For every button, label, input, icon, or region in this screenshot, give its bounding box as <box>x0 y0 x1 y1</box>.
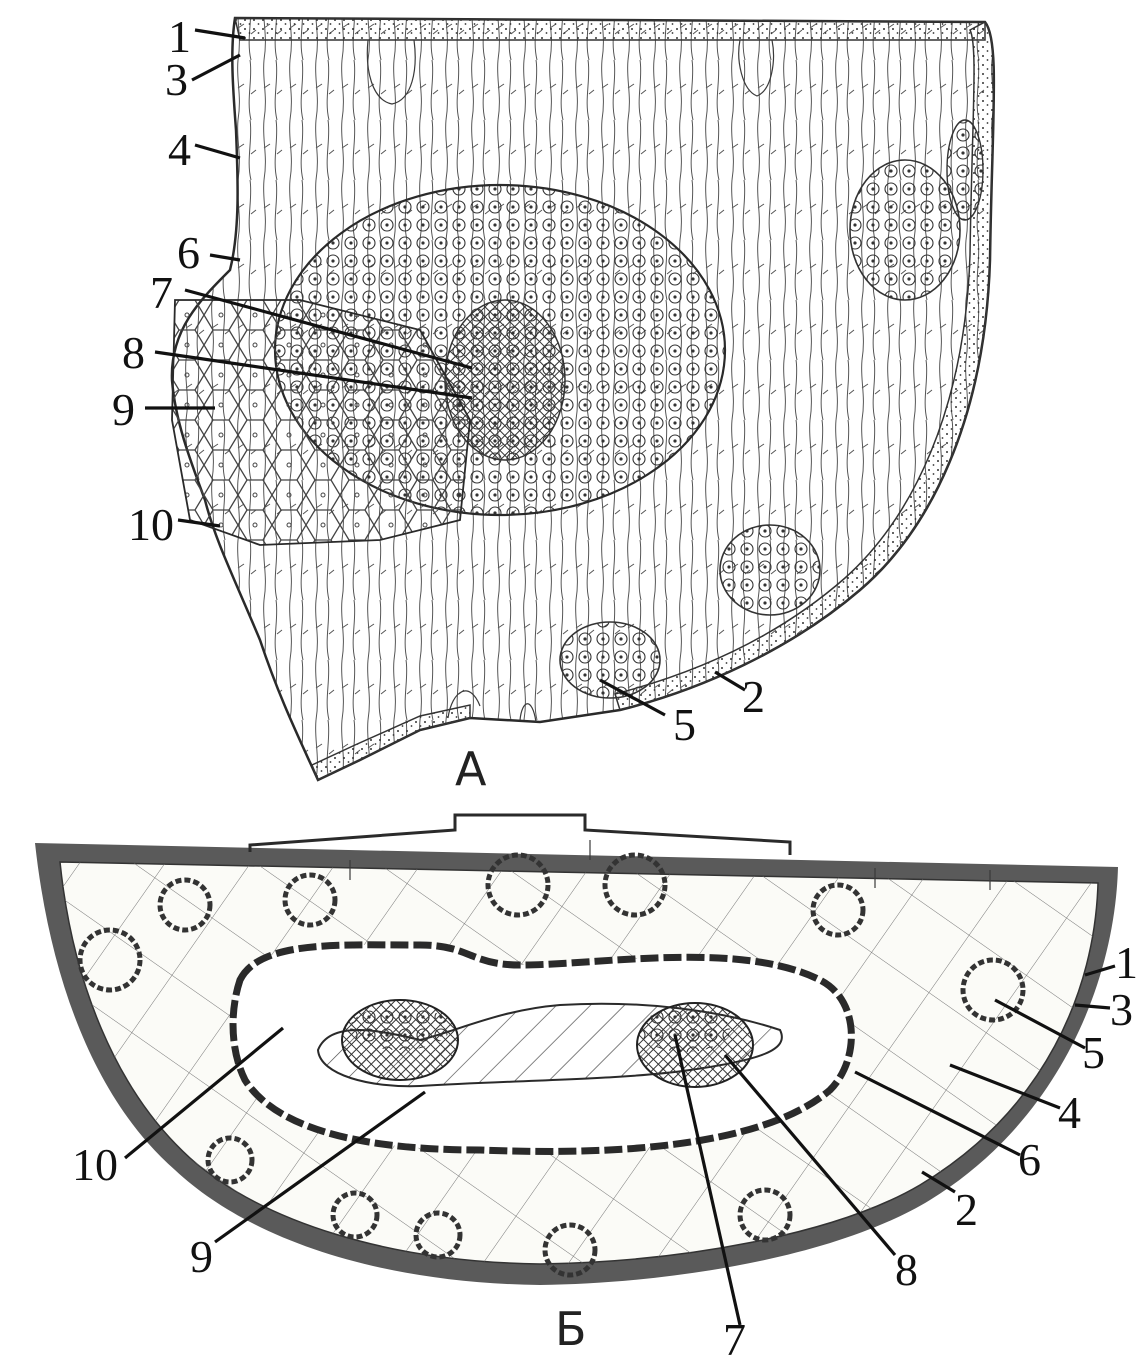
label-a-8: 8 <box>122 327 145 378</box>
panel-a-caption: А <box>455 742 487 796</box>
label-b-6: 6 <box>1018 1134 1041 1185</box>
label-a-6: 6 <box>177 227 200 278</box>
label-a-5: 5 <box>673 699 696 750</box>
label-a-9: 9 <box>112 384 135 435</box>
panel-b-caption: Б <box>555 1302 587 1356</box>
label-b-1: 1 <box>1115 937 1138 988</box>
label-a-3: 3 <box>165 54 188 105</box>
label-b-4: 4 <box>1058 1087 1081 1138</box>
label-a-4: 4 <box>168 124 191 175</box>
label-a-7: 7 <box>150 267 173 318</box>
panel-a: 1 3 4 6 7 8 9 10 2 5 А <box>112 11 994 796</box>
panel-a-upper-epidermis <box>235 18 985 40</box>
label-b-5: 5 <box>1082 1027 1105 1078</box>
label-b-8: 8 <box>895 1244 918 1295</box>
label-b-9: 9 <box>190 1231 213 1282</box>
panel-b: 1 3 5 4 6 2 8 7 9 10 Б <box>35 815 1138 1361</box>
label-b-10: 10 <box>72 1139 118 1190</box>
label-b-2: 2 <box>955 1184 978 1235</box>
label-b-3: 3 <box>1110 984 1133 1035</box>
label-a-10: 10 <box>128 499 174 550</box>
label-b-7: 7 <box>723 1314 746 1361</box>
label-a-2: 2 <box>742 671 765 722</box>
